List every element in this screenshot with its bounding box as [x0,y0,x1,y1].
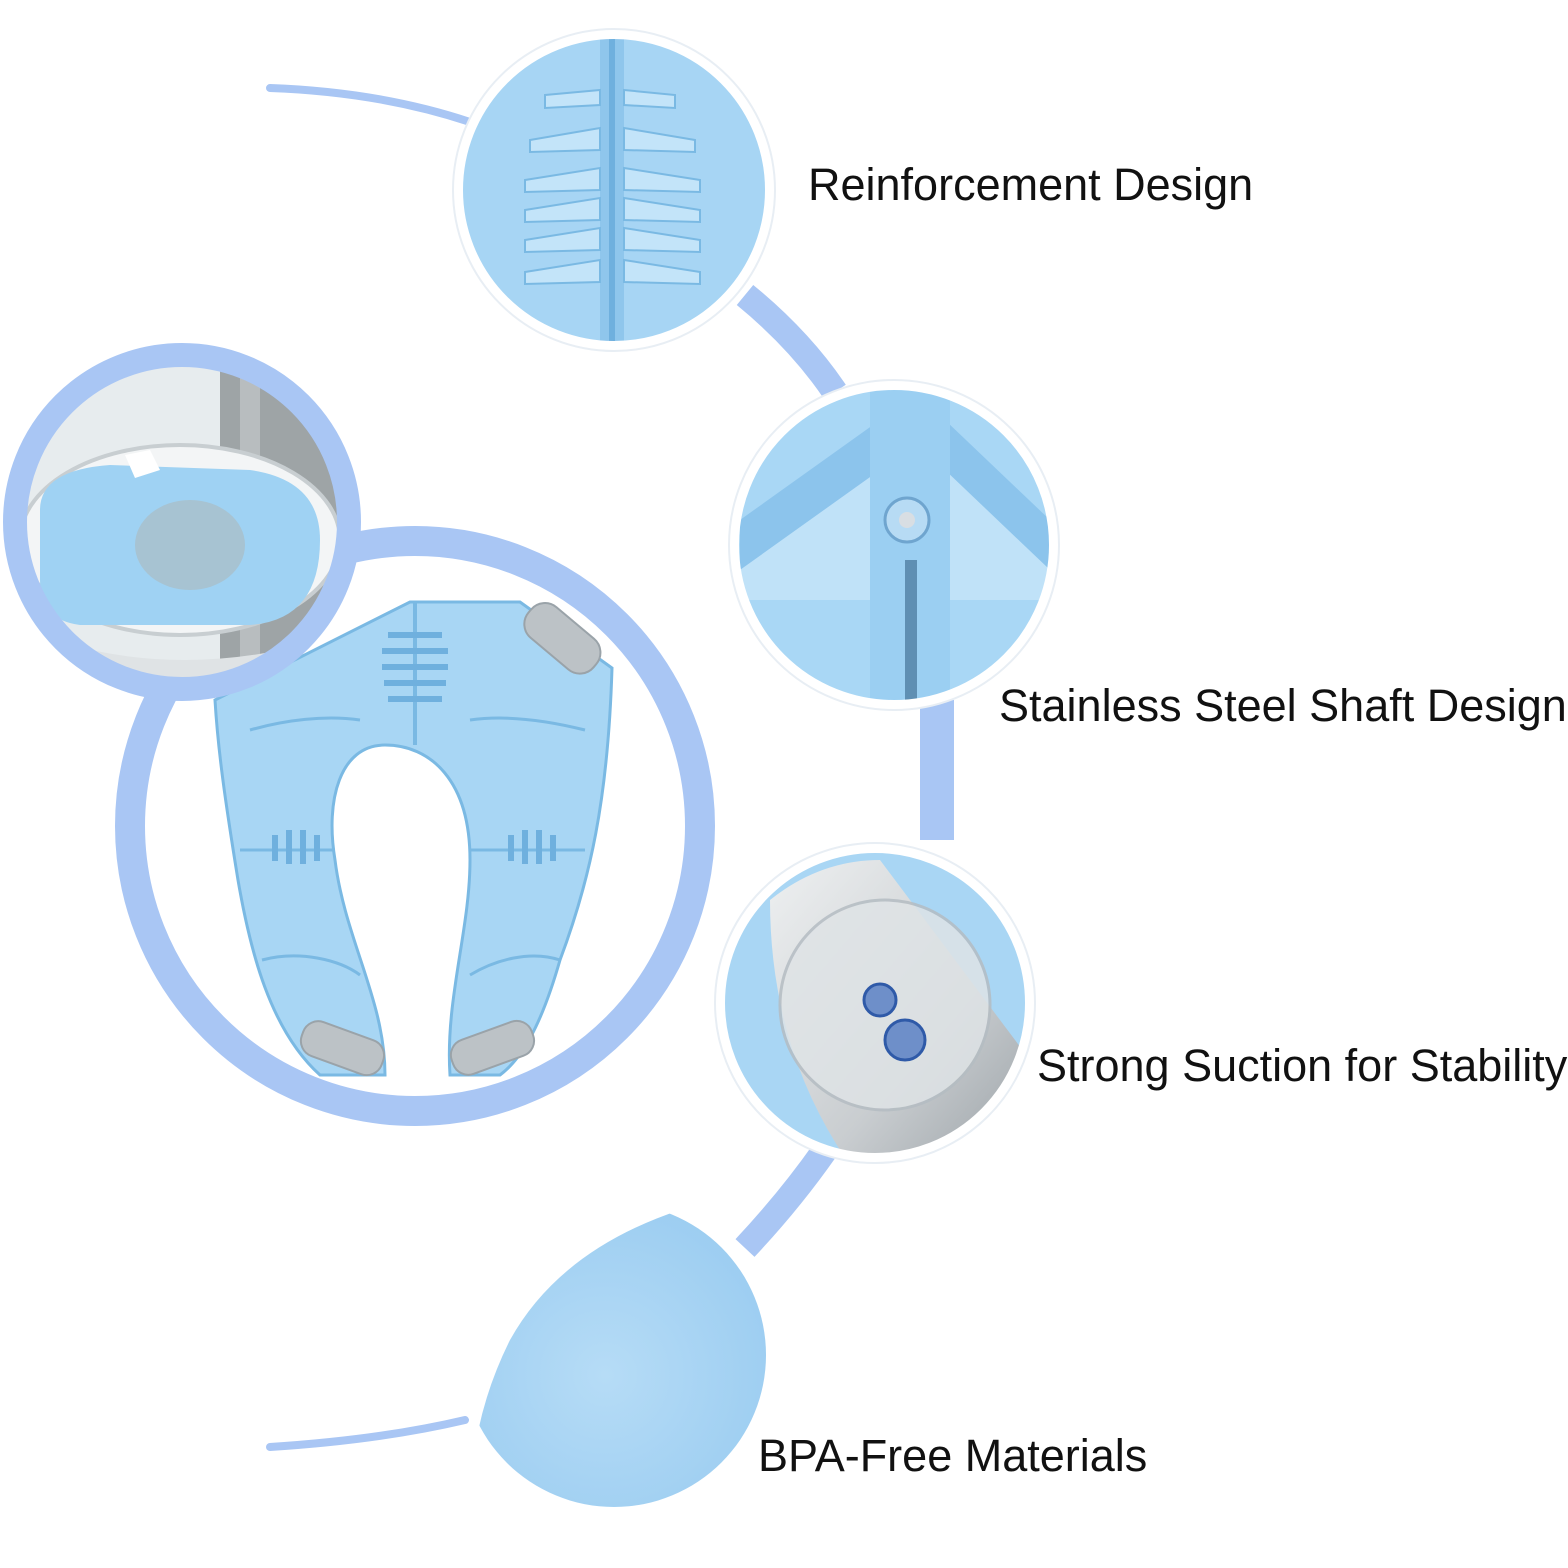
feature-label-bpa: BPA-Free Materials [758,1430,1148,1481]
feature-image-bpa [462,1203,766,1507]
feature-image-suction [714,842,1036,1164]
connector-arc [266,84,954,1451]
inset-photo-circle [3,343,361,701]
potty-seat-image [213,600,614,1077]
main-product-circle [115,526,715,1126]
feature-label-reinforcement: Reinforcement Design [808,159,1254,210]
feature-image-shaft [728,379,1060,711]
feature-image-reinforcement [452,28,776,352]
feature-label-shaft: Stainless Steel Shaft Design [999,680,1567,731]
feature-label-suction: Strong Suction for Stability [1037,1040,1568,1091]
